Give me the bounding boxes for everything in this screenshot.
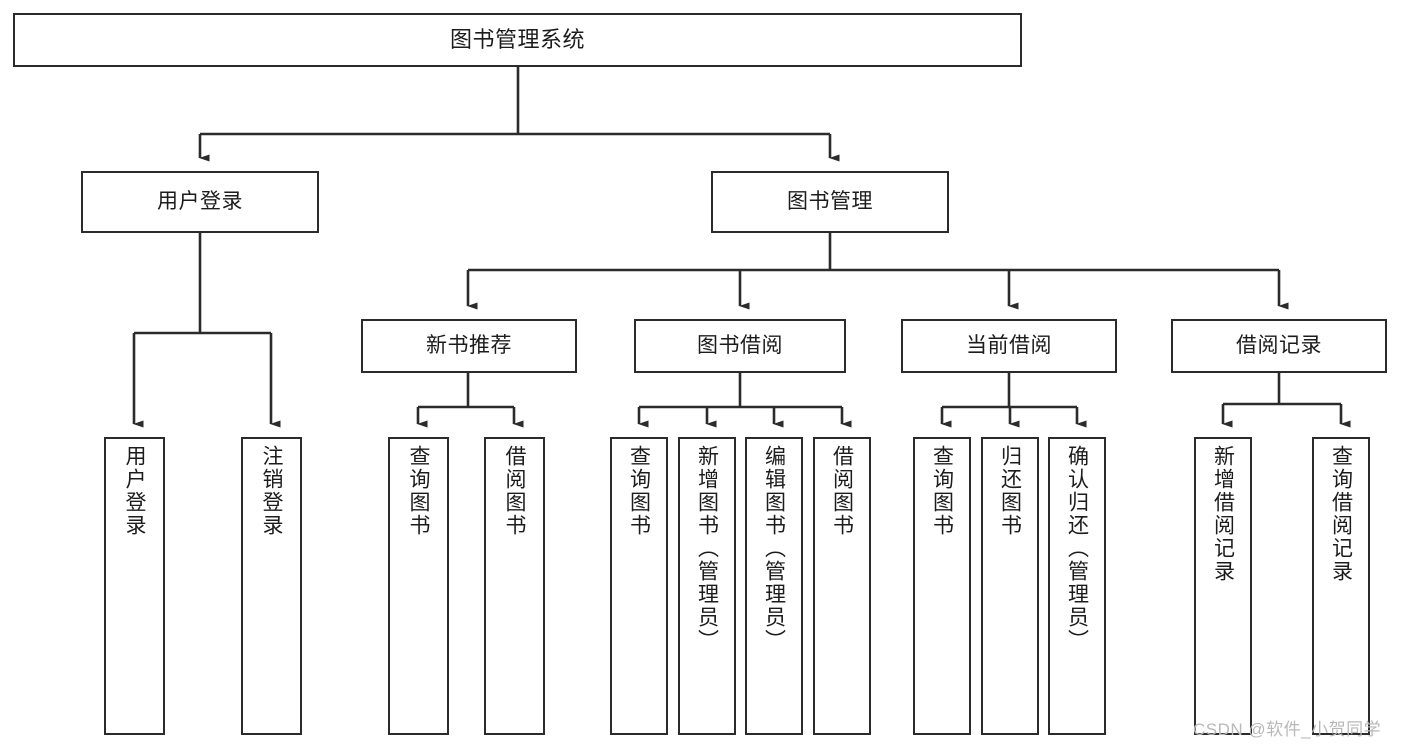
node-leaf-add-borrow-record-label: 新增借阅记录 xyxy=(1211,445,1235,583)
node-current-borrow[interactable]: 当前借阅 xyxy=(901,319,1117,373)
node-leaf-query-book-1[interactable]: 查询图书 xyxy=(388,437,449,735)
node-user-login-label: 用户登录 xyxy=(157,189,243,213)
node-new-book-recommend[interactable]: 新书推荐 xyxy=(361,319,577,373)
node-leaf-confirm-return-admin[interactable]: 确认归还（管理员） xyxy=(1048,437,1106,735)
node-leaf-user-logout[interactable]: 注销登录 xyxy=(241,437,302,735)
node-leaf-query-book-1-label: 查询图书 xyxy=(407,445,430,537)
node-leaf-add-borrow-record[interactable]: 新增借阅记录 xyxy=(1194,437,1252,735)
node-leaf-query-book-2-label: 查询图书 xyxy=(627,445,651,537)
node-leaf-query-book-3[interactable]: 查询图书 xyxy=(913,437,971,735)
node-leaf-user-login-label: 用户登录 xyxy=(123,445,146,537)
node-current-borrow-label: 当前借阅 xyxy=(966,333,1052,357)
node-book-manage-label: 图书管理 xyxy=(787,189,873,213)
node-root-label: 图书管理系统 xyxy=(449,27,585,53)
node-leaf-borrow-book-1-label: 借阅图书 xyxy=(503,445,526,537)
node-leaf-query-borrow-record[interactable]: 查询借阅记录 xyxy=(1312,437,1370,735)
node-leaf-query-borrow-record-label: 查询借阅记录 xyxy=(1329,445,1353,583)
node-leaf-edit-book-admin-label: 编辑图书（管理员） xyxy=(762,445,786,652)
node-user-login[interactable]: 用户登录 xyxy=(81,171,319,233)
node-leaf-borrow-book-2[interactable]: 借阅图书 xyxy=(813,437,871,735)
node-leaf-return-book-label: 归还图书 xyxy=(998,445,1022,537)
node-leaf-edit-book-admin[interactable]: 编辑图书（管理员） xyxy=(745,437,803,735)
node-leaf-query-book-3-label: 查询图书 xyxy=(930,445,954,537)
node-new-book-recommend-label: 新书推荐 xyxy=(426,333,512,357)
node-root[interactable]: 图书管理系统 xyxy=(13,13,1022,67)
node-leaf-query-book-2[interactable]: 查询图书 xyxy=(610,437,668,735)
node-leaf-add-book-admin[interactable]: 新增图书（管理员） xyxy=(678,437,736,735)
csdn-watermark: CSDN @软件_小贺同学 xyxy=(1193,720,1382,739)
node-borrow-record[interactable]: 借阅记录 xyxy=(1171,319,1387,373)
node-leaf-user-login[interactable]: 用户登录 xyxy=(104,437,165,735)
node-leaf-user-logout-label: 注销登录 xyxy=(260,445,283,537)
node-leaf-borrow-book-2-label: 借阅图书 xyxy=(830,445,854,537)
node-leaf-borrow-book-1[interactable]: 借阅图书 xyxy=(484,437,545,735)
node-borrow-record-label: 借阅记录 xyxy=(1236,333,1322,357)
node-book-borrow[interactable]: 图书借阅 xyxy=(634,319,846,373)
node-leaf-confirm-return-admin-label: 确认归还（管理员） xyxy=(1065,445,1089,652)
node-book-manage[interactable]: 图书管理 xyxy=(711,171,949,233)
node-book-borrow-label: 图书借阅 xyxy=(697,333,783,357)
node-leaf-add-book-admin-label: 新增图书（管理员） xyxy=(695,445,719,652)
node-leaf-return-book[interactable]: 归还图书 xyxy=(981,437,1039,735)
